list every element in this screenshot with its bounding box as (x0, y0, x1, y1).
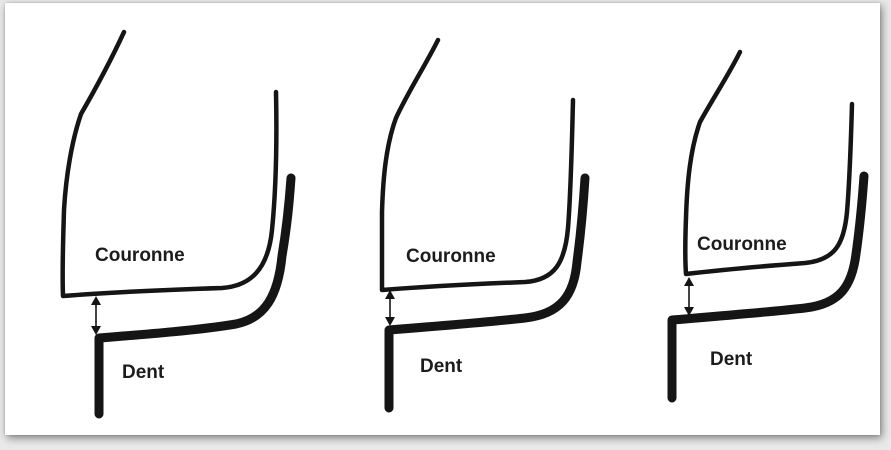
crown-label: Couronne (406, 246, 496, 267)
double-arrow-icon (684, 277, 694, 316)
panel-1: Couronne Dent (63, 32, 291, 414)
crown-label: Couronne (697, 234, 787, 255)
double-arrow-icon (385, 290, 395, 326)
double-arrow-icon (91, 296, 101, 335)
tooth-label: Dent (420, 356, 463, 377)
tooth-outline (672, 176, 864, 398)
panel-3: Couronne Dent (672, 52, 864, 398)
crown-label: Couronne (95, 245, 185, 266)
tooth-outline (389, 178, 585, 408)
panel-2: Couronne Dent (382, 40, 585, 408)
tooth-label: Dent (710, 349, 753, 370)
tooth-label: Dent (122, 362, 165, 383)
